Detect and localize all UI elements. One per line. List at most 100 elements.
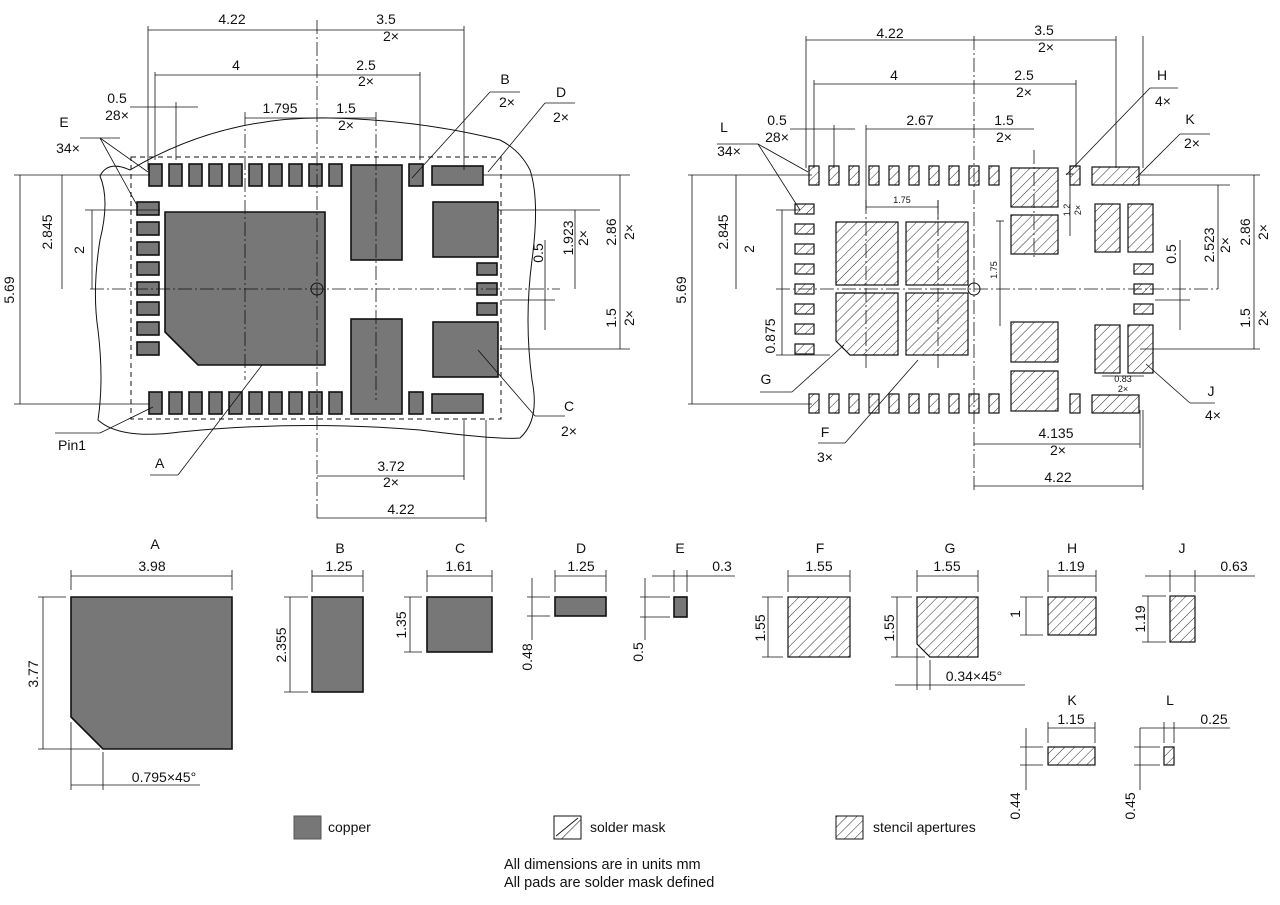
signal-pad-left [136, 201, 160, 216]
dim-1-5-count: 2× [338, 117, 354, 133]
pad-f-shape [787, 596, 851, 658]
legend-stencil-swatch [835, 815, 864, 840]
r-dim-2-86: 2.86 [1237, 218, 1253, 245]
r-dim-pitch: 0.5 [767, 112, 787, 128]
dim-2-845: 2.845 [39, 214, 55, 249]
dim-3-5-count: 2× [383, 28, 399, 44]
detail-j-height: 1.19 [1132, 605, 1148, 632]
signal-pad-bottom [328, 391, 343, 415]
pad-b-shape [311, 596, 364, 693]
stencil-pad-right [1133, 263, 1154, 275]
detail-e-width: 0.3 [712, 558, 732, 574]
stencil-pad-bottom [988, 393, 1000, 414]
notes: All dimensions are in units mm All pads … [504, 857, 714, 891]
signal-pad-top [288, 163, 303, 187]
note-units: All dimensions are in units mm [504, 857, 701, 873]
label-l: L [720, 119, 728, 135]
label-l-count: 34× [717, 143, 741, 159]
signal-pad-top [228, 163, 243, 187]
detail-h-width: 1.19 [1057, 558, 1084, 574]
label-g: G [761, 371, 772, 387]
signal-pad-bottom [188, 391, 203, 415]
signal-pad-top [248, 163, 263, 187]
detail-f-title: F [816, 540, 825, 556]
r-dim-2-67: 2.67 [906, 112, 933, 128]
detail-g-width: 1.55 [933, 558, 960, 574]
signal-pad-top [408, 163, 424, 187]
stencil-pad-bottom [808, 393, 820, 414]
stencil-pad-left [794, 343, 815, 355]
stencil-pad-g [835, 292, 899, 356]
detail-d-title: D [576, 540, 586, 556]
detail-e-title: E [675, 540, 684, 556]
signal-pad-left [136, 281, 160, 296]
stencil-pad-left [794, 203, 815, 215]
signal-pad-top [148, 163, 163, 187]
stencil-pad-top [908, 165, 920, 186]
r-dim-4-135: 4.135 [1038, 425, 1073, 441]
package-outline [130, 156, 502, 420]
pad-a-shape [70, 596, 233, 750]
dim-2: 2 [71, 246, 87, 254]
detail-b-title: B [335, 540, 344, 556]
signal-pad-top [308, 163, 323, 187]
signal-pad-bottom [148, 391, 163, 415]
stencil-pad-top [848, 165, 860, 186]
signal-pad-bottom [208, 391, 223, 415]
detail-c: C 1.61 1.35 [393, 540, 493, 653]
detail-f-width: 1.55 [805, 558, 832, 574]
stencil-pad-top [988, 165, 1000, 186]
r-dim-0-83-count: 2× [1118, 384, 1128, 394]
stencil-pad-left [794, 223, 815, 235]
signal-pad-bottom [288, 391, 303, 415]
detail-j-title: J [1179, 540, 1186, 556]
dim-4-22: 4.22 [218, 11, 245, 27]
signal-pad-top [208, 163, 223, 187]
r-dim-1-5-v: 1.5 [1237, 308, 1253, 328]
dim-pitch: 0.5 [107, 90, 127, 106]
stencil-pad-f [835, 221, 899, 286]
label-f: F [821, 424, 830, 440]
detail-h: H 1.19 1 [1007, 540, 1097, 636]
r-dim-4: 4 [890, 67, 898, 83]
r-dim-2-523: 2.523 [1201, 227, 1217, 262]
label-h-count: 4× [1155, 93, 1171, 109]
left-dim-lines [14, 26, 630, 522]
dim-3-72: 3.72 [377, 458, 404, 474]
left-view: 4.22 3.5 2× 4 2.5 2× 0.5 28× 1.795 1.5 2… [1, 11, 637, 522]
stencil-pad-top [888, 165, 900, 186]
legend-stencil-label: stencil apertures [873, 819, 976, 835]
stencil-pad-bottom [868, 393, 880, 414]
r-dim-1-5: 1.5 [994, 112, 1014, 128]
dim-5-69: 5.69 [1, 276, 17, 303]
signal-pad-bottom [228, 391, 243, 415]
detail-a-chamfer: 0.795×45° [132, 769, 196, 785]
right-view: 4.22 3.5 2× 4 2.5 2× 0.5 28× 2.67 1.5 2×… [673, 22, 1271, 490]
pad-k-shape [1047, 746, 1096, 766]
dim-4-22-bottom: 4.22 [387, 501, 414, 517]
dim-2-5: 2.5 [356, 57, 376, 73]
detail-l-height: 0.45 [1122, 792, 1138, 819]
stencil-pad-top [808, 165, 820, 186]
signal-pad-top [188, 163, 203, 187]
dim-3-5: 3.5 [376, 11, 396, 27]
origin-mark [310, 282, 324, 296]
signal-pad-left [136, 301, 160, 316]
pad-details: A 3.98 3.77 0.795×45° B 1.25 2.355 C 1.6… [25, 536, 1255, 820]
detail-c-width: 1.61 [445, 558, 472, 574]
r-dim-2-845: 2.845 [715, 214, 731, 249]
label-k-count: 2× [1184, 135, 1200, 151]
dim-0-5: 0.5 [530, 243, 546, 263]
stencil-pad-bottom [928, 393, 940, 414]
pad-d [431, 165, 484, 186]
detail-d: D 1.25 0.48 [519, 540, 607, 671]
pad-b [350, 318, 403, 415]
stencil-pad-top [928, 165, 940, 186]
detail-h-title: H [1067, 540, 1077, 556]
signal-pad-bottom [408, 391, 424, 415]
stencil-pad-top [948, 165, 960, 186]
detail-g-chamfer: 0.34×45° [946, 668, 1003, 684]
r-dim-0-83: 0.83 [1114, 374, 1132, 384]
dim-4: 4 [232, 57, 240, 73]
r-dim-1-2: 1.2 [1062, 204, 1072, 217]
